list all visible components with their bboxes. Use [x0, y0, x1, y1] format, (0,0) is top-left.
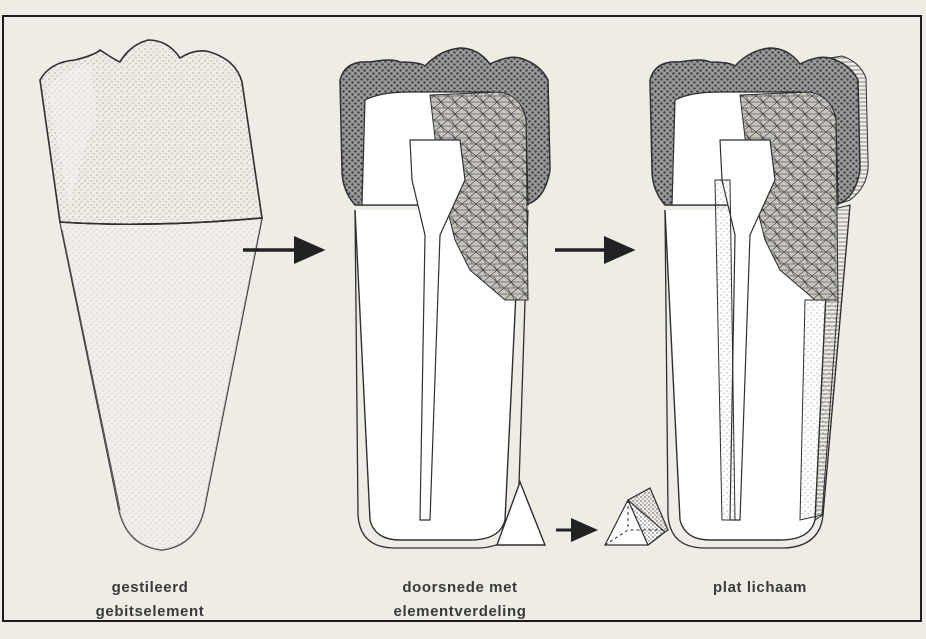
prism-element-icon — [605, 488, 668, 545]
stylized-tooth — [40, 40, 262, 550]
caption-line: elementverdeling — [350, 600, 570, 624]
flat-body — [650, 48, 868, 548]
caption-stylized-tooth: gestileerd gebitselement — [50, 576, 250, 624]
caption-flat-body: plat lichaam — [660, 576, 860, 600]
caption-line: plat lichaam — [660, 576, 860, 600]
caption-line: gebitselement — [50, 600, 250, 624]
caption-section-with-mesh: doorsnede met elementverdeling — [350, 576, 570, 624]
caption-line: doorsnede met — [350, 576, 570, 600]
section-with-mesh — [340, 48, 550, 548]
caption-line: gestileerd — [50, 576, 250, 600]
